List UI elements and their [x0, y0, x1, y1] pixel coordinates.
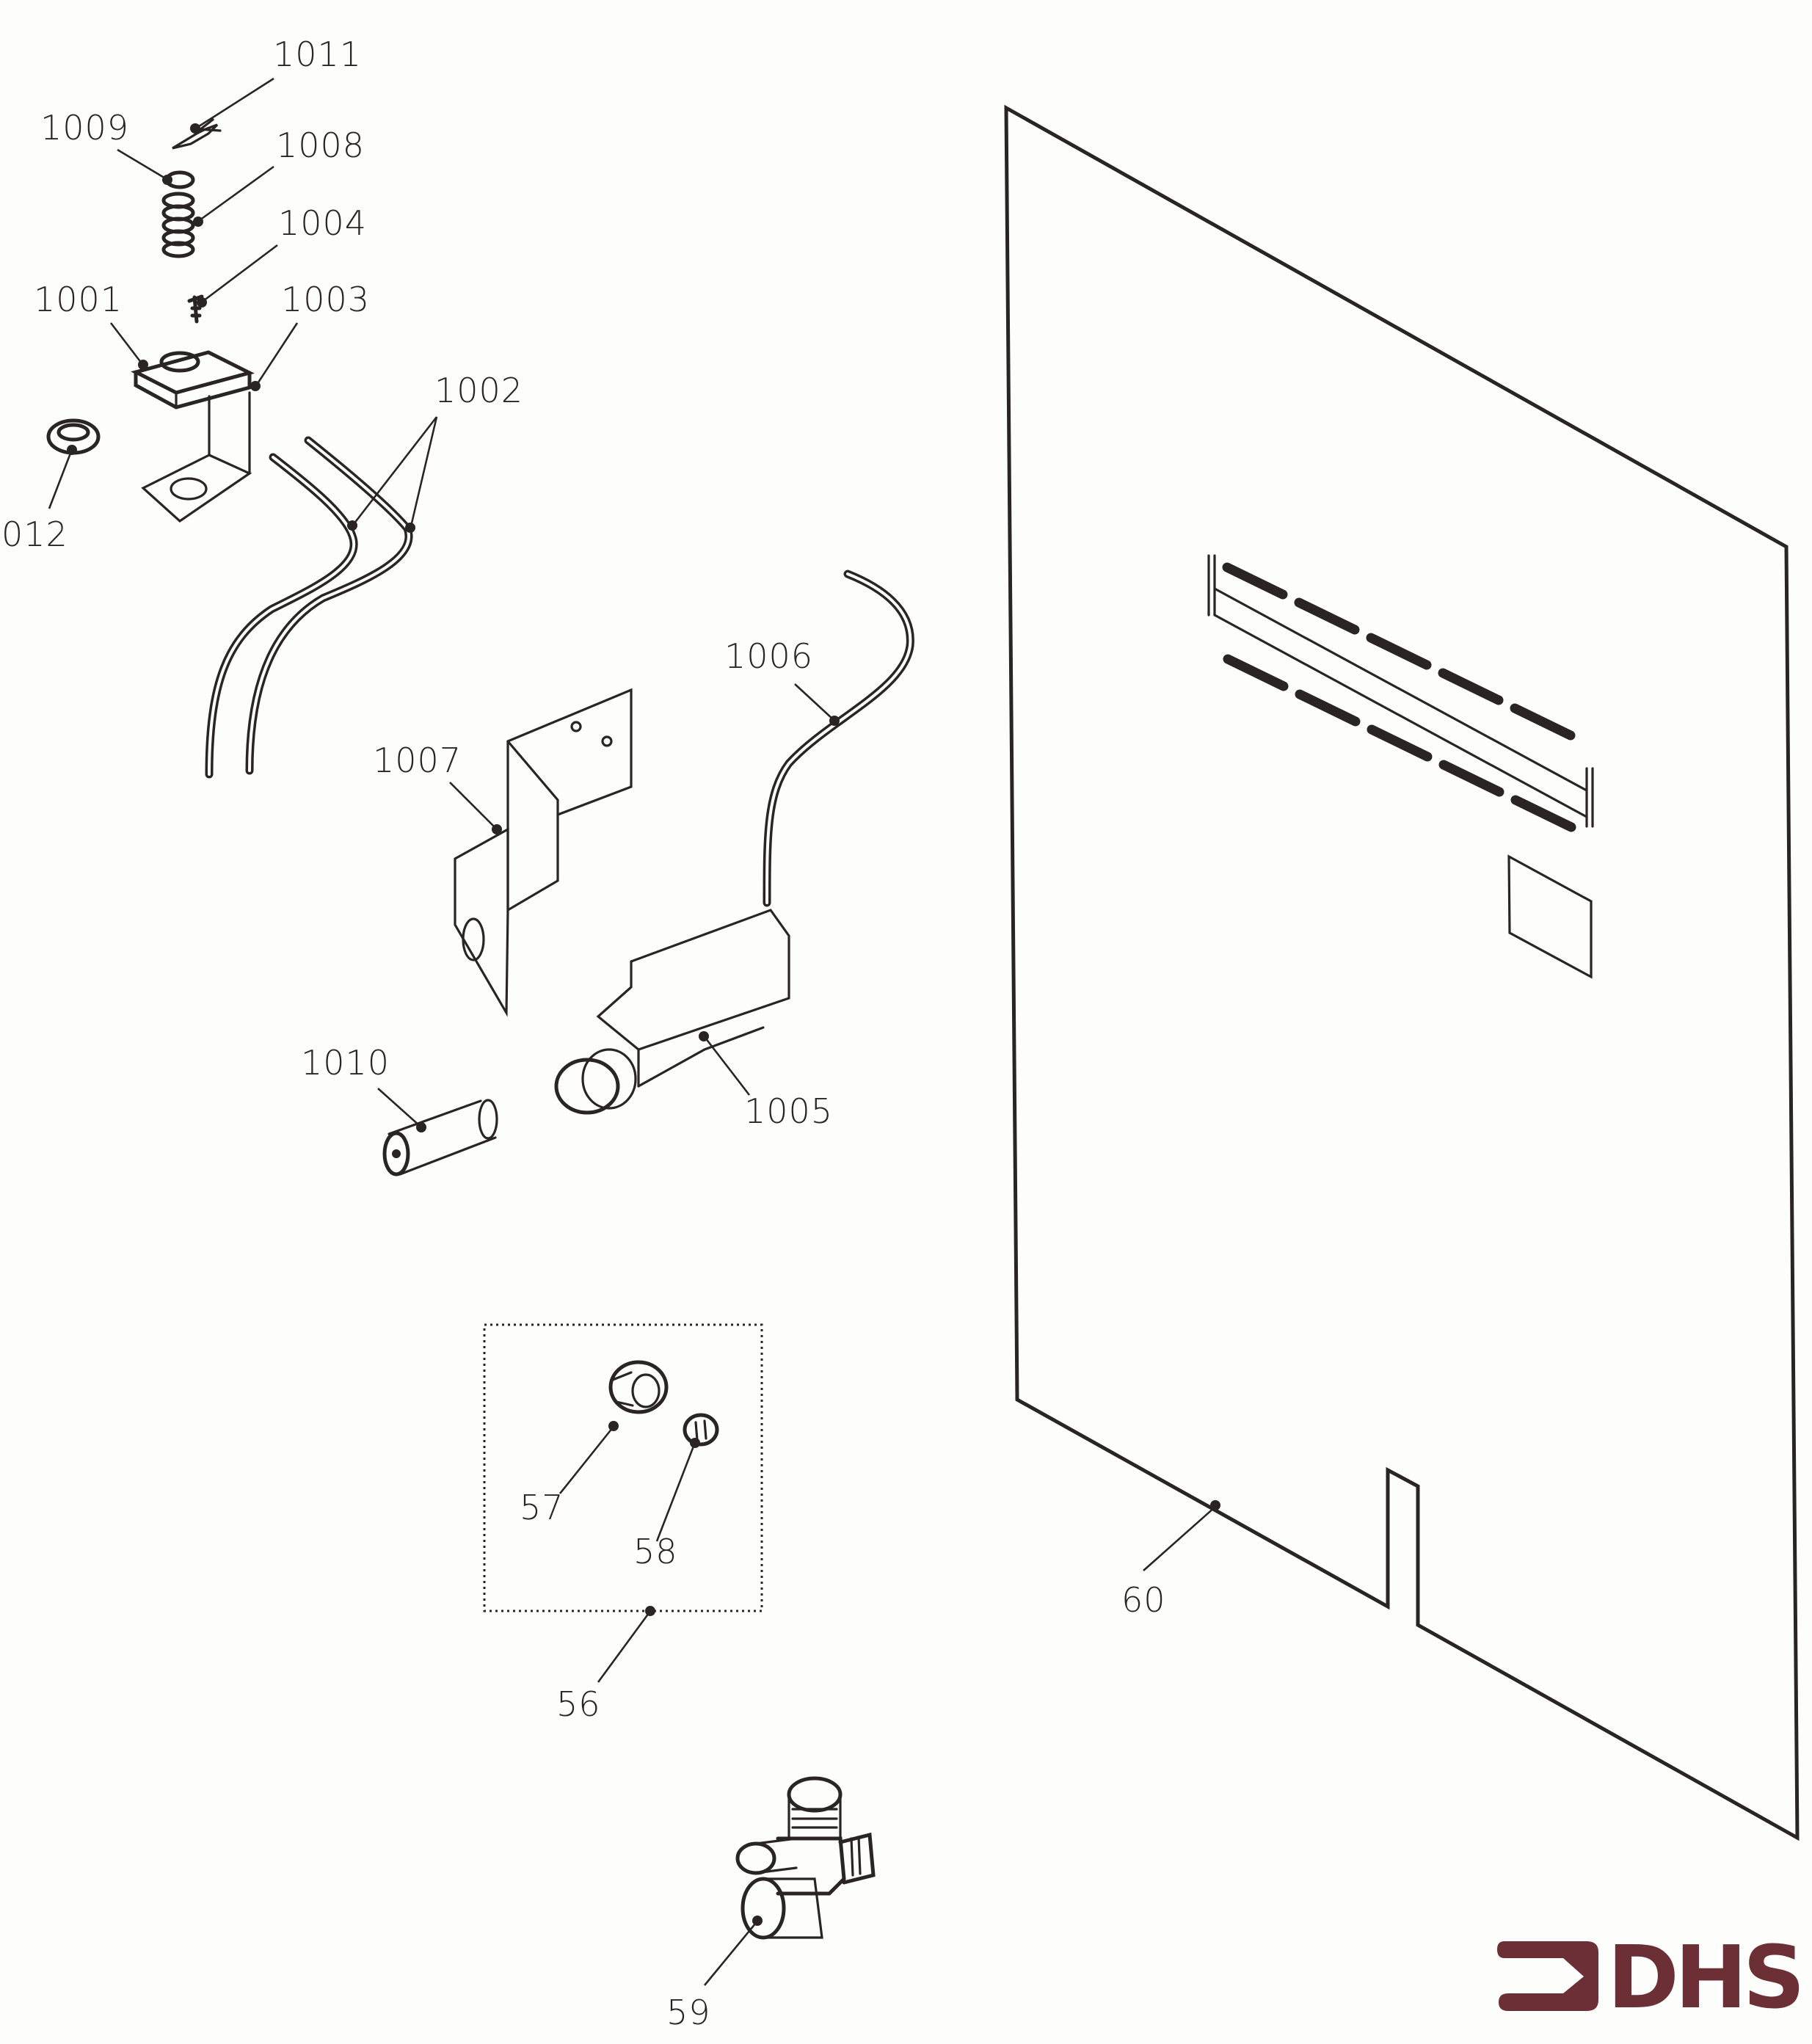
igniter-group: 1006 1007 1010 1005: [301, 570, 914, 1176]
callout-56: 56: [556, 1684, 601, 1724]
screw-icon: [187, 294, 204, 324]
callout-1008: 1008: [276, 126, 365, 165]
callout-1006: 1006: [724, 636, 813, 676]
arrow-bracket-icon: [1497, 1941, 1598, 2011]
dhs-logo: DHS: [1497, 1927, 1805, 2028]
callout-1011: 1011: [273, 34, 362, 74]
ferrule-icon: [683, 1413, 719, 1447]
callout-1009: 1009: [40, 108, 129, 148]
flare-nut-icon: [608, 1360, 669, 1414]
piezo-igniter-icon: [554, 909, 790, 1115]
callout-1004: 1004: [278, 203, 367, 243]
panel-louvres: [1207, 554, 1594, 979]
switch-body-icon: [131, 350, 255, 410]
fitting-kit-56: 57 58 56: [483, 1323, 763, 1724]
callout-58: 58: [633, 1532, 678, 1571]
switch-assembly: 1011 1009 1008 1004 1001 1003 1002 012: [1, 34, 523, 779]
panel-60: 60: [1004, 104, 1800, 1841]
panel-rating-plate: [1507, 854, 1593, 979]
panel-outline: [1004, 104, 1800, 1841]
spacer-tube-icon: [382, 1099, 498, 1176]
logo-text: DHS: [1607, 1927, 1801, 2028]
callout-57: 57: [520, 1488, 564, 1527]
callout-1001: 1001: [34, 280, 123, 319]
callout-59: 59: [666, 1993, 711, 2032]
valve-59: 59: [666, 1776, 876, 2032]
wire-leads-icon: [205, 436, 413, 779]
mounting-bracket-icon: [141, 391, 252, 523]
callout-1007: 1007: [373, 741, 462, 780]
callout-60: 60: [1121, 1580, 1166, 1620]
igniter-bracket-icon: [454, 688, 633, 1017]
callout-1005: 1005: [744, 1091, 833, 1131]
valve-icon: [735, 1776, 876, 1940]
callout-1012: 012: [1, 514, 68, 554]
callout-1010: 1010: [301, 1043, 390, 1083]
spring-icon: [161, 192, 195, 258]
callout-1002: 1002: [434, 371, 523, 410]
callout-1003: 1003: [281, 280, 370, 319]
